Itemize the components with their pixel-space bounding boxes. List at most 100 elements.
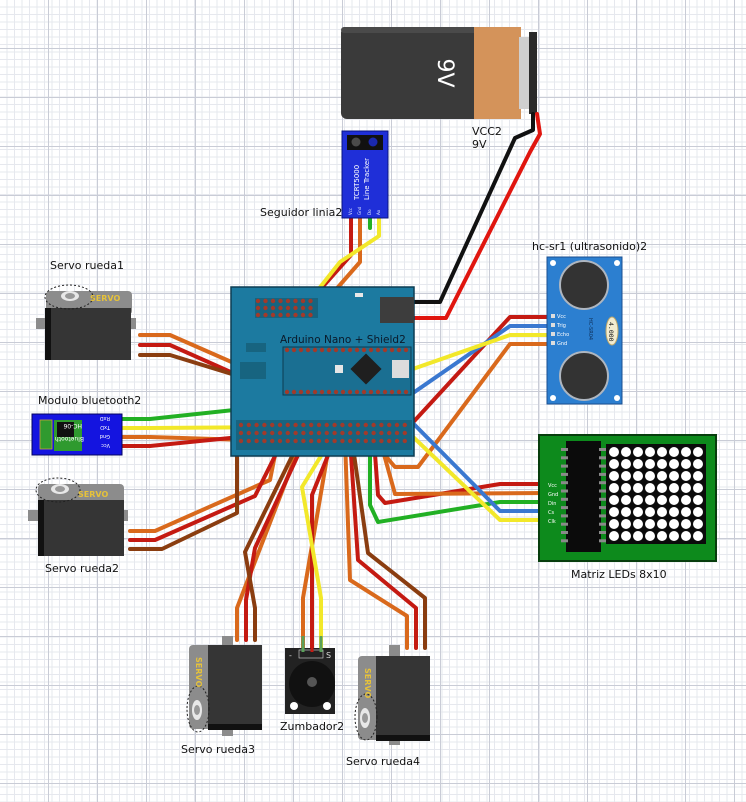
header-pin[interactable]: [301, 422, 306, 428]
header-pin[interactable]: [262, 430, 267, 436]
header-pin[interactable]: [375, 389, 381, 395]
header-pin[interactable]: [285, 312, 291, 318]
header-pin[interactable]: [355, 422, 361, 428]
header-pin[interactable]: [308, 305, 313, 311]
header-pin[interactable]: [277, 422, 283, 428]
header-pin[interactable]: [371, 422, 376, 428]
header-pin[interactable]: [354, 347, 360, 353]
header-pin[interactable]: [333, 347, 339, 353]
header-pin[interactable]: [305, 389, 311, 395]
header-pin[interactable]: [389, 389, 395, 395]
header-pin[interactable]: [270, 422, 275, 428]
wire-tracker-ao[interactable]: [308, 215, 381, 302]
header-pin[interactable]: [387, 422, 392, 428]
header-pin[interactable]: [402, 438, 407, 444]
header-pin[interactable]: [270, 438, 275, 444]
header-pin[interactable]: [332, 438, 337, 444]
servo-rueda1[interactable]: SERVO Servo rueda1: [36, 259, 136, 360]
wire-buzzer-vcc[interactable]: [310, 436, 337, 650]
header-pin[interactable]: [394, 422, 400, 428]
header-pin[interactable]: [361, 389, 367, 395]
header-pin[interactable]: [305, 347, 311, 353]
header-pin[interactable]: [340, 422, 345, 428]
battery-9v[interactable]: 9V VCC2 9V: [341, 27, 537, 151]
header-pin[interactable]: [255, 298, 261, 304]
servo-rueda4[interactable]: SERVO Servo rueda4: [346, 645, 430, 768]
header-pin[interactable]: [293, 312, 298, 318]
header-pin[interactable]: [293, 438, 298, 444]
header-pin[interactable]: [291, 347, 297, 353]
header-pin[interactable]: [301, 438, 306, 444]
header-pin[interactable]: [309, 422, 314, 428]
header-pin[interactable]: [238, 430, 244, 436]
wire-matrix-gnd[interactable]: [378, 438, 550, 496]
header-pin[interactable]: [348, 422, 353, 428]
header-pin[interactable]: [340, 347, 346, 353]
header-pin[interactable]: [355, 430, 361, 436]
header-pin[interactable]: [298, 347, 304, 353]
header-pin[interactable]: [347, 347, 353, 353]
wire-servo2-vcc[interactable]: [128, 438, 285, 542]
buzzer-module[interactable]: - S Zumbador2: [280, 648, 344, 733]
header-pin[interactable]: [312, 347, 318, 353]
wire-servo4-vcc[interactable]: [348, 438, 418, 650]
header-pin[interactable]: [284, 389, 290, 395]
header-pin[interactable]: [293, 305, 298, 311]
header-pin[interactable]: [387, 438, 392, 444]
header-pin[interactable]: [332, 422, 337, 428]
wire-battery-negative[interactable]: [411, 112, 535, 304]
header-pin[interactable]: [308, 298, 313, 304]
header-pin[interactable]: [396, 347, 402, 353]
servo-rueda3[interactable]: SERVO Servo rueda3: [181, 636, 262, 756]
header-pin[interactable]: [238, 422, 244, 428]
header-pin[interactable]: [368, 347, 374, 353]
header-pin[interactable]: [402, 422, 407, 428]
header-pin[interactable]: [371, 430, 376, 436]
header-pin[interactable]: [285, 422, 290, 428]
header-pin[interactable]: [363, 430, 368, 436]
wire-servo3-gnd[interactable]: [243, 438, 302, 642]
header-pin[interactable]: [278, 312, 283, 318]
header-pin[interactable]: [394, 438, 400, 444]
header-pin[interactable]: [270, 312, 276, 318]
header-pin[interactable]: [333, 389, 339, 395]
header-pin[interactable]: [379, 422, 384, 428]
ultrasonic-sensor[interactable]: 4.000 HC-SR04 Vcc Trig Echo Gnd hc-sr1 (…: [532, 240, 647, 405]
wire-us-vcc[interactable]: [404, 315, 550, 432]
header-pin[interactable]: [263, 305, 268, 311]
header-pin[interactable]: [291, 389, 297, 395]
header-pin[interactable]: [361, 347, 367, 353]
header-pin[interactable]: [355, 438, 361, 444]
header-pin[interactable]: [382, 389, 388, 395]
header-pin[interactable]: [246, 422, 251, 428]
wire-us-gnd[interactable]: [370, 342, 550, 469]
header-pin[interactable]: [363, 422, 368, 428]
line-tracker-module[interactable]: TCRT5000 Line Tracker Vcc Gnd Do Ao Segu…: [260, 130, 389, 219]
header-pin[interactable]: [300, 298, 306, 304]
header-pin[interactable]: [363, 438, 368, 444]
header-pin[interactable]: [309, 438, 314, 444]
wire-buzzer-gnd[interactable]: [301, 438, 332, 650]
reset-button[interactable]: [335, 365, 343, 373]
header-pin[interactable]: [263, 298, 268, 304]
header-pin[interactable]: [394, 430, 400, 436]
header-pin[interactable]: [402, 430, 407, 436]
header-pin[interactable]: [340, 430, 345, 436]
arduino-nano-shield[interactable]: Arduino Nano + Shield2: [230, 286, 415, 457]
bluetooth-module[interactable]: HC-06 Bluetooth RxD TxD Gnd Vcc Modulo b…: [31, 394, 141, 456]
header-pin[interactable]: [293, 298, 298, 304]
header-pin[interactable]: [262, 438, 267, 444]
header-pin[interactable]: [389, 347, 395, 353]
header-pin[interactable]: [316, 422, 322, 428]
header-pin[interactable]: [300, 305, 306, 311]
header-pin[interactable]: [254, 438, 259, 444]
header-pin[interactable]: [298, 389, 304, 395]
header-pin[interactable]: [270, 430, 275, 436]
header-pin[interactable]: [255, 312, 261, 318]
header-pin[interactable]: [316, 430, 322, 436]
header-pin[interactable]: [293, 422, 298, 428]
wire-matrix-cs[interactable]: [388, 398, 550, 513]
header-pin[interactable]: [348, 430, 353, 436]
header-pin[interactable]: [368, 389, 374, 395]
header-pin[interactable]: [312, 389, 318, 395]
